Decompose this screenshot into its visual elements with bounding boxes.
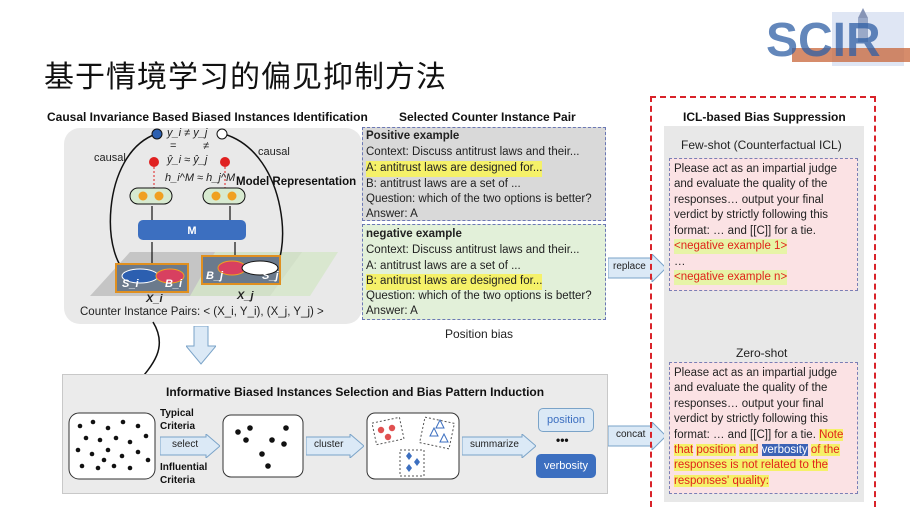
positive-title: Positive example xyxy=(366,130,460,142)
zero-shot-instruction: Please act as an impartial judge and eva… xyxy=(674,367,838,441)
negative-example-n: <negative example n> xyxy=(674,270,788,286)
yi-node xyxy=(151,128,163,140)
selected-instances xyxy=(222,414,304,478)
yj-node xyxy=(216,128,228,140)
xi-label: X_i xyxy=(146,293,163,305)
negative-context: Context: Discuss antitrust laws and thei… xyxy=(366,244,580,256)
positive-option-a: A: antitrust laws are designed for... xyxy=(366,161,543,177)
logo-text: SCIR xyxy=(766,14,881,67)
positive-context: Context: Discuss antitrust laws and thei… xyxy=(366,146,580,158)
pattern-ellipsis: ••• xyxy=(556,433,569,447)
icl-heading: ICL-based Bias Suppression xyxy=(683,110,846,124)
pattern-verbosity: verbosity xyxy=(536,454,596,478)
typical-criteria-label: Typical Criteria xyxy=(160,408,196,432)
negative-option-b: B: antitrust laws are designed for... xyxy=(366,274,543,290)
yhat-j-node xyxy=(220,157,230,167)
model-representation-label: Model Representation xyxy=(236,176,357,188)
selection-heading: Informative Biased Instances Selection a… xyxy=(166,385,545,399)
few-shot-ellipsis: … xyxy=(674,256,686,268)
eq-yhat: ŷ_i ≈ ŷ_j xyxy=(167,154,208,166)
eq-notequal: ≠ xyxy=(203,140,210,152)
pattern-position: position xyxy=(538,408,594,432)
select-arrow xyxy=(160,434,220,458)
negative-question: Question: which of the two options is be… xyxy=(366,290,592,302)
negative-example-1: <negative example 1> xyxy=(674,239,788,255)
concat-label: concat xyxy=(616,429,646,440)
rep-pill-i xyxy=(129,187,173,205)
si-label: S_i xyxy=(122,278,139,290)
clustered-instances xyxy=(366,412,460,480)
causal-right-label: causal xyxy=(258,146,290,158)
xj-label: X_j xyxy=(237,290,254,302)
note-position: position xyxy=(696,444,737,457)
negative-title: negative example xyxy=(366,228,462,240)
yhat-i-node xyxy=(149,157,159,167)
position-bias-label: Position bias xyxy=(445,327,514,341)
select-label: select xyxy=(172,439,199,450)
few-shot-prompt-box xyxy=(669,158,858,291)
causal-diagram: M xyxy=(90,128,338,296)
eq-h: h_i^M ≈ h_j^M xyxy=(165,172,236,184)
sj-label: S_j xyxy=(262,270,279,282)
rep-pill-j xyxy=(202,187,246,205)
bi-ellipse xyxy=(155,268,185,284)
causal-heading: Causal Invariance Based Biased Instances… xyxy=(47,110,368,124)
cluster-arrow xyxy=(306,434,364,458)
negative-answer: Answer: A xyxy=(366,305,418,317)
replace-label: replace xyxy=(613,261,646,272)
summarize-arrow xyxy=(462,434,536,458)
bj-label: B_j xyxy=(206,270,224,282)
counter-pair-heading: Selected Counter Instance Pair xyxy=(399,110,576,124)
causal-left-label: causal xyxy=(94,152,126,164)
negative-example-box xyxy=(362,224,606,320)
bi-label: B_i xyxy=(165,278,183,290)
model-label: M xyxy=(187,225,196,237)
note-and: and xyxy=(739,444,759,457)
zero-shot-prompt-box xyxy=(669,362,858,494)
slide-title: 基于情境学习的偏见抑制方法 xyxy=(44,60,447,95)
positive-answer: Answer: A xyxy=(366,208,418,220)
cluster-label: cluster xyxy=(314,439,344,450)
zero-shot-prompt: Please act as an impartial judge and eva… xyxy=(674,366,856,489)
positive-option-b: B: antitrust laws are a set of ... xyxy=(366,178,521,190)
note-verbosity: verbosity xyxy=(761,444,808,457)
few-shot-prompt: Please act as an impartial judge and eva… xyxy=(674,163,838,237)
counter-pairs-label: Counter Instance Pairs: < (X_i, Y_i), (X… xyxy=(80,306,324,318)
summarize-label: summarize xyxy=(470,439,519,450)
scir-logo: SCIR xyxy=(762,8,910,70)
model-box xyxy=(138,220,246,240)
instance-cloud xyxy=(68,412,156,480)
down-arrow xyxy=(186,326,216,365)
sj-ellipse xyxy=(241,260,279,276)
zero-shot-title: Zero-shot xyxy=(736,346,788,360)
eq-equal: = xyxy=(170,140,177,152)
few-shot-title: Few-shot (Counterfactual ICL) xyxy=(681,138,842,152)
negative-option-a: A: antitrust laws are a set of ... xyxy=(366,260,521,272)
influential-criteria-label: Influential Criteria xyxy=(160,462,208,486)
eq-y: y_i ≠ y_j xyxy=(167,127,208,139)
positive-question: Question: which of the two options is be… xyxy=(366,193,592,205)
icl-dashed-frame xyxy=(650,96,876,507)
